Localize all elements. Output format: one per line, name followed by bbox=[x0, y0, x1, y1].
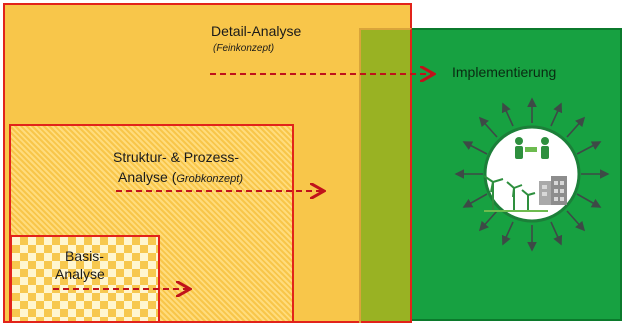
struktur-line2-italic: Grobkonzept) bbox=[176, 173, 244, 185]
radiating-arrows bbox=[454, 97, 610, 252]
people-icon bbox=[515, 137, 549, 159]
struktur-line1: Struktur- & Prozess- bbox=[113, 149, 240, 165]
building-icon bbox=[539, 176, 567, 205]
overlap-border bbox=[359, 28, 412, 323]
detail-subtitle: (Feinkonzept) bbox=[213, 43, 275, 54]
basis-analyse-box bbox=[10, 235, 160, 323]
wind-turbine-icon bbox=[483, 175, 548, 212]
overlap-zone bbox=[359, 28, 412, 321]
detail-title: Detail-Analyse bbox=[211, 23, 302, 39]
struktur-line2-text: Analyse ( bbox=[118, 169, 177, 185]
implementation-hub-icon bbox=[483, 125, 581, 223]
implementierung-label: Implementierung bbox=[452, 64, 557, 80]
basis-line2: Analyse bbox=[55, 266, 105, 282]
struktur-line2: Analyse (Grobkonzept) bbox=[118, 168, 243, 188]
basis-line1: Basis- bbox=[65, 248, 104, 264]
